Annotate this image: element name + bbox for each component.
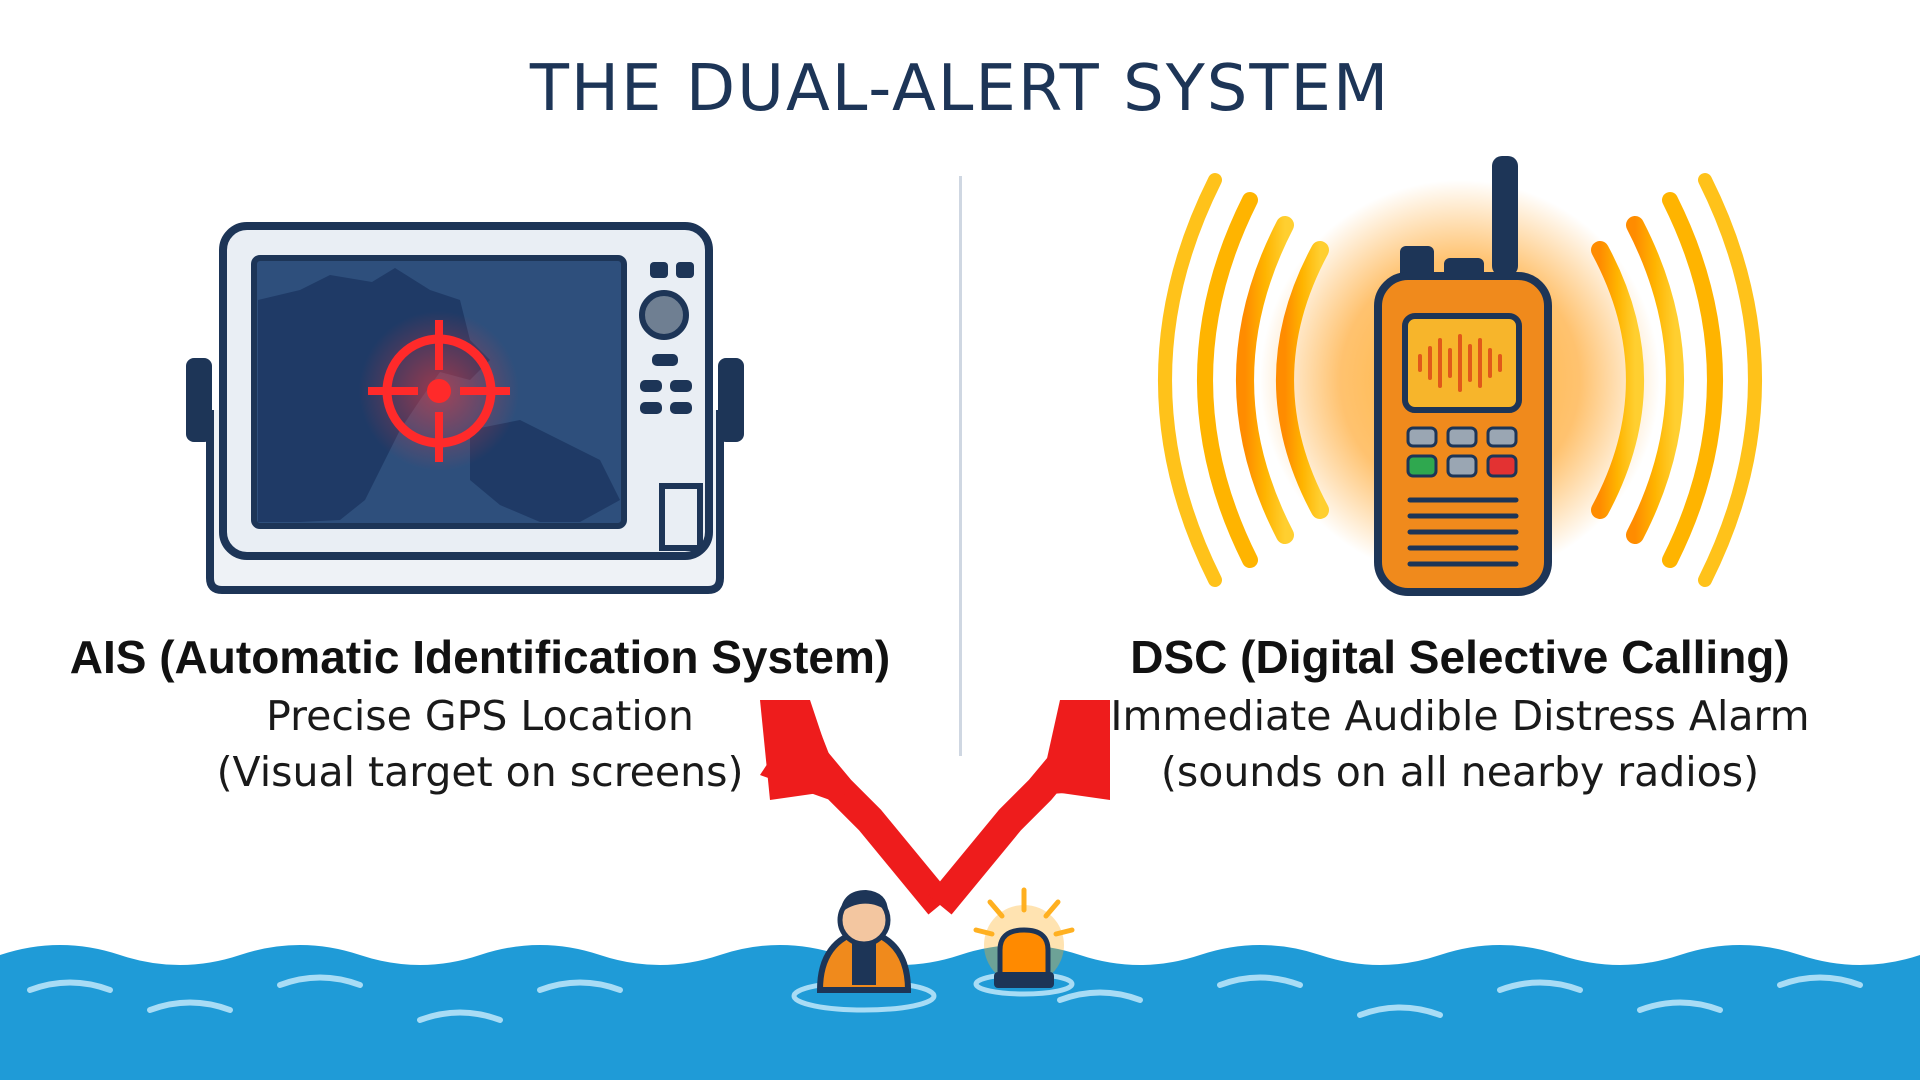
dsc-line-1: Immediate Audible Distress Alarm: [1110, 692, 1810, 740]
ais-line-1: Precise GPS Location: [266, 692, 694, 740]
dsc-line-2: (sounds on all nearby radios): [1160, 748, 1760, 796]
alert-arrows: [760, 700, 1110, 915]
ais-heading: AIS (Automatic Identification System): [69, 631, 891, 683]
page-title: THE DUAL-ALERT SYSTEM: [529, 52, 1391, 126]
target-reticle-icon: [359, 311, 519, 471]
center-divider: [959, 176, 962, 756]
person-in-water-icon: [791, 890, 937, 1013]
chartplotter-target-icon: [186, 222, 744, 594]
water-surface: [0, 945, 1920, 1080]
ais-line-2: (Visual target on screens): [216, 748, 744, 796]
flashing-beacon-icon: [973, 887, 1075, 997]
dsc-heading: DSC (Digital Selective Calling): [1130, 631, 1790, 683]
vhf-radio-alarm-icon: [1158, 156, 1762, 596]
